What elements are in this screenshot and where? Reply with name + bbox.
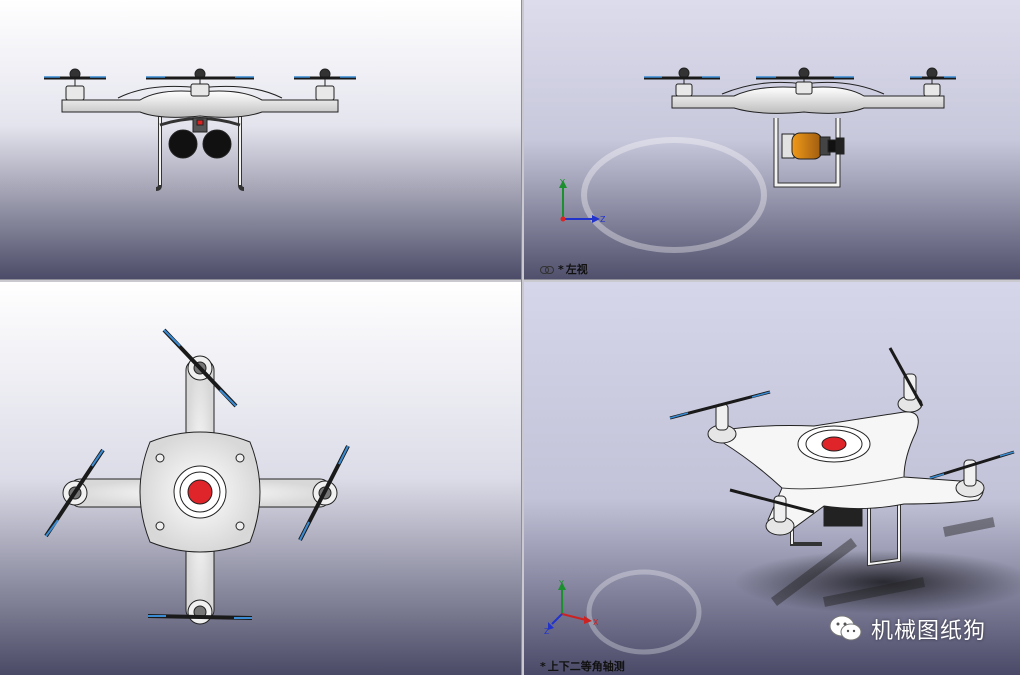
drone-side	[644, 67, 956, 188]
front-view-scene	[0, 0, 521, 279]
wechat-icon	[829, 615, 862, 641]
horizontal-splitter[interactable]	[0, 279, 1020, 282]
viewport-isometric[interactable]: Y Z X *上下二等角轴测 机械图纸狗	[524, 282, 1020, 675]
triad-y-label: Y	[559, 178, 565, 187]
view-name-left: 左视	[565, 263, 588, 276]
view-label-left: *左视	[540, 261, 588, 277]
drone-top	[44, 328, 350, 625]
drone-front	[44, 68, 356, 191]
triad-iso-y-label: Y	[558, 579, 564, 588]
drone-iso	[669, 347, 1015, 567]
view-name-iso: 上下二等角轴测	[547, 660, 625, 673]
link-icon	[540, 266, 554, 274]
watermark-text: 机械图纸狗	[870, 619, 986, 644]
triad-iso-z-label: Z	[544, 627, 550, 634]
viewport-left-view[interactable]: Y Z *左视	[524, 0, 1020, 279]
isometric-view-scene	[524, 282, 1020, 675]
viewport-front[interactable]	[0, 0, 521, 279]
triad-iso-x-label: X	[593, 618, 599, 627]
watermark: 机械图纸狗	[829, 613, 986, 645]
left-view-scene	[524, 0, 1020, 279]
triad-z-label: Z	[600, 215, 606, 224]
axis-triad-icon: Y Z	[559, 178, 606, 224]
top-view-scene	[0, 282, 521, 675]
viewport-top[interactable]	[0, 282, 521, 675]
vertical-splitter[interactable]	[521, 0, 524, 675]
axis-triad-iso-icon: Y Z X	[544, 579, 599, 634]
view-label-iso: *上下二等角轴测	[540, 660, 625, 673]
